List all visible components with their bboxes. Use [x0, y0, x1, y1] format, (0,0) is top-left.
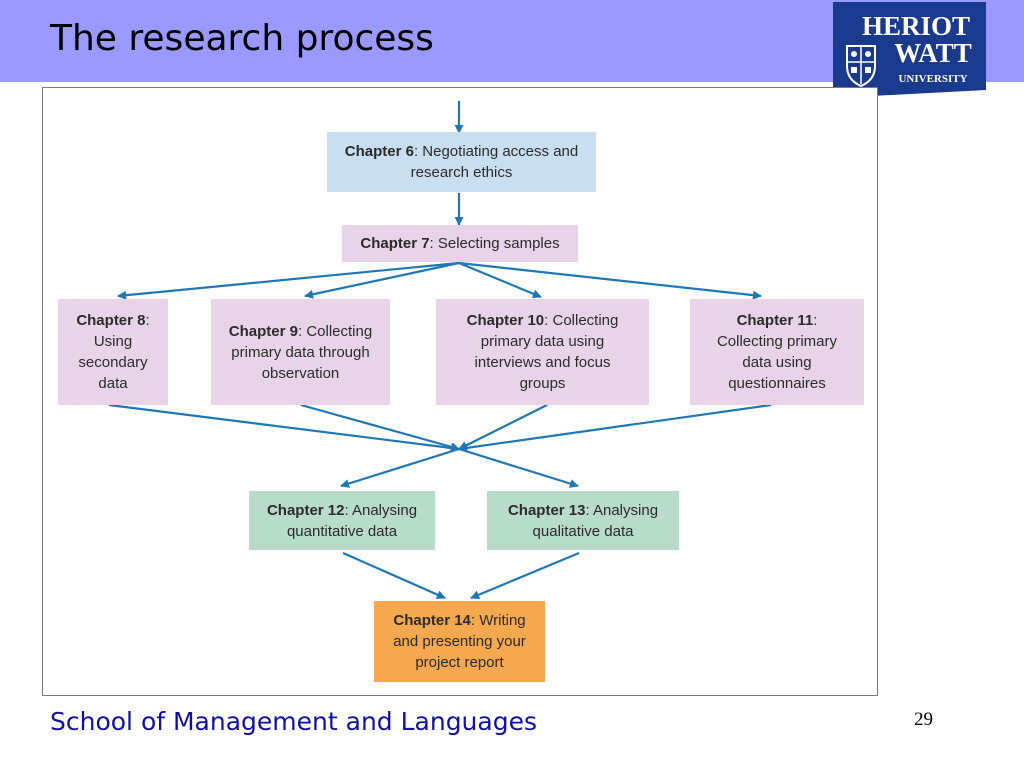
chapter-13-title: : Analysing qualitative data	[532, 501, 659, 540]
arrow-ch9-hub	[300, 403, 460, 452]
chapter-9-box: Chapter 9: Collecting primary data throu…	[211, 299, 390, 405]
diagram-arrows	[108, 101, 772, 600]
logo-line-watt: WATT	[894, 38, 972, 68]
heriot-watt-logo: HERIOT WATT UNIVERSITY	[833, 2, 986, 98]
arrow-ch7-ch8	[117, 261, 460, 300]
arrow-ch8-hub	[108, 403, 460, 453]
chapter-8-title: : Using secondary data	[78, 312, 150, 392]
chapter-6-box: Chapter 6: Negotiating access and resear…	[327, 132, 596, 192]
chapter-6-title: : Negotiating access and research ethics	[410, 143, 579, 181]
chapter-11-title: : Collecting primary data using question…	[716, 312, 838, 392]
chapter-7-number: Chapter 7	[360, 235, 430, 252]
research-process-diagram: Chapter 6: Negotiating access and resear…	[42, 87, 878, 696]
crest-icon	[846, 45, 876, 88]
chapter-8-box: Chapter 8: Using secondary data	[58, 299, 168, 405]
chapter-7-box: Chapter 7: Selecting samples	[342, 225, 578, 262]
arrow-hub-ch12	[340, 447, 460, 488]
logo-line-heriot: HERIOT	[862, 11, 970, 41]
chapter-13-number: Chapter 13	[507, 501, 586, 519]
arrow-ch10-hub	[458, 404, 548, 450]
chapter-9-number: Chapter 9	[228, 322, 298, 340]
chapter-9-title: : Collecting primary data through observ…	[231, 322, 373, 382]
chapter-10-box: Chapter 10: Collecting primary data usin…	[436, 299, 649, 405]
chapter-14-title: : Writing and presenting your project re…	[393, 612, 526, 671]
arrow-ch7-ch9	[304, 261, 460, 299]
chapter-12-number: Chapter 12	[266, 501, 345, 519]
arrow-ch7-ch11	[458, 261, 762, 300]
chapter-12-title: : Analysing quantitative data	[286, 501, 418, 540]
chapter-12-box: Chapter 12: Analysing quantitative data	[249, 491, 435, 550]
slide-number: 29	[914, 709, 933, 730]
chapter-6-number: Chapter 6	[344, 143, 414, 160]
chapter-14-box: Chapter 14: Writing and presenting your …	[374, 601, 545, 682]
arrow-ch7-ch10	[458, 261, 542, 299]
slide-title: The research process	[50, 18, 434, 59]
arrow-ch13-ch14	[470, 551, 580, 600]
chapter-10-title: : Collecting primary data using intervie…	[474, 312, 619, 392]
arrow-ch12-ch14	[342, 551, 446, 600]
chapter-10-number: Chapter 10	[466, 312, 545, 329]
logo-line-university: UNIVERSITY	[898, 73, 967, 85]
chapter-7-title: : Selecting samples	[429, 235, 560, 252]
footer-school-name: School of Management and Languages	[50, 707, 537, 736]
arrow-hub-ch13	[458, 447, 579, 488]
chapter-14-number: Chapter 14	[393, 612, 471, 629]
chapter-11-box: Chapter 11: Collecting primary data usin…	[690, 299, 864, 405]
arrow-ch11-hub	[458, 403, 772, 453]
chapter-13-box: Chapter 13: Analysing qualitative data	[487, 491, 679, 550]
chapter-11-number: Chapter 11	[736, 312, 814, 329]
chapter-8-number: Chapter 8	[76, 312, 146, 329]
